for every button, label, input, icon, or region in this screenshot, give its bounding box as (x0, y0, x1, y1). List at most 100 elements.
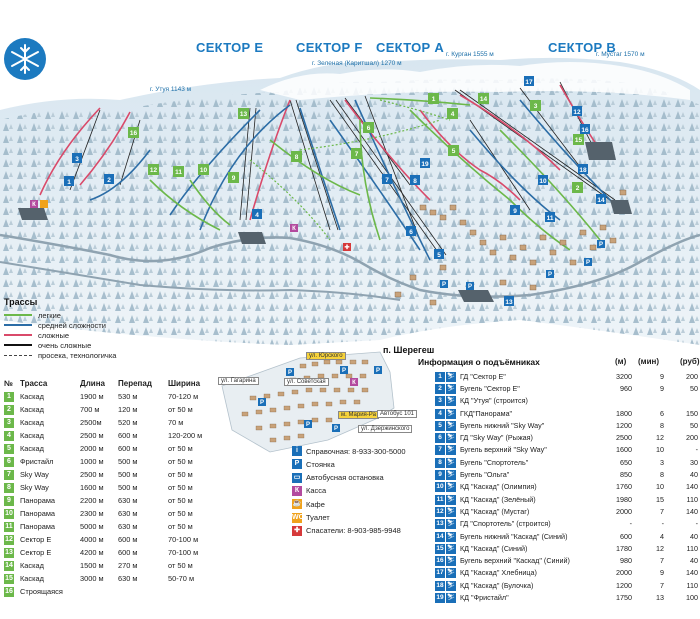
trail-marker: 9 (228, 172, 239, 183)
lift-name: Бугель "Сектор Е" (460, 383, 520, 393)
lift-name: Бугель "Ольга" (460, 470, 510, 480)
svg-text:P: P (306, 422, 310, 428)
col-length: Длина (80, 378, 105, 388)
svg-text:1: 1 (67, 179, 71, 186)
trail-number-badge: 15 (4, 574, 14, 584)
lift-length (606, 395, 634, 407)
trail-number-badge: 2 (4, 405, 14, 415)
svg-text:P: P (260, 400, 264, 406)
lift-name: КД "Каскад" Хлебница) (460, 568, 537, 578)
svg-text:2: 2 (576, 185, 580, 192)
trail-number-badge: 11 (4, 522, 14, 532)
lift-number-badge: 3 (435, 396, 445, 407)
lift-length: - (629, 519, 632, 529)
lift-name: ГД "Сектор Е" (460, 371, 506, 381)
trail-name: Каскад (20, 574, 44, 583)
lift-number-badge: 19 (435, 592, 445, 603)
lift-time: 7 (660, 580, 664, 590)
street-label: Автобус 101 (377, 410, 417, 418)
lifts-col-time: (мин) (638, 357, 659, 366)
peak-label: г. Зеленая (Каритшал) 1270 м (312, 60, 402, 67)
legend-item: средней сложности (4, 320, 106, 330)
table-row: 13⛷ГД "Спортотель" (строится)--- (433, 518, 700, 530)
service-icon: К (292, 485, 302, 496)
lift-marker: 2 (104, 174, 114, 184)
lift-number-badge: 14 (435, 531, 445, 542)
service-icon: P (292, 459, 302, 470)
trail-number-badge: 10 (4, 509, 14, 519)
trail-name: Панорама (20, 509, 56, 518)
trail-length (78, 585, 116, 598)
trail-width: от 50 м (168, 405, 193, 414)
lift-type-icon: ⛷ (446, 470, 456, 481)
trail-length: 5000 м (80, 522, 104, 531)
town-title: п. Шерегеш (383, 345, 435, 355)
trail-drop: 600 м (118, 548, 138, 557)
peak-label: г. Утуя 1143 м (150, 86, 192, 93)
trail-marker: 5 (448, 145, 459, 156)
svg-text:К: К (32, 202, 36, 208)
table-row: 3⛷КД "Утуя" (строится) (433, 395, 700, 407)
lifts-col-length: (м) (615, 357, 627, 366)
lift-type-icon: ⛷ (446, 420, 456, 431)
lift-price: 50 (690, 420, 698, 430)
svg-text:P: P (342, 368, 346, 374)
trail-name: Каскад (20, 405, 44, 414)
lift-name: КД "Каскад" (Мустаг) (460, 506, 530, 516)
lift-price: 50 (690, 383, 698, 393)
trail-number-badge: 6 (4, 457, 14, 467)
lift-name: КД "Каскад" (Синий) (460, 543, 528, 553)
trail-length: 2000 м (80, 444, 104, 453)
lift-price: - (695, 445, 698, 455)
svg-text:14: 14 (480, 96, 488, 103)
svg-text:15: 15 (575, 137, 583, 144)
trail-number-badge: 16 (4, 587, 14, 597)
trail-marker: 1 (428, 93, 439, 104)
trail-marker: 8 (291, 151, 302, 162)
legend-item: легкие (4, 310, 61, 320)
svg-text:14: 14 (597, 197, 605, 204)
lift-price: - (695, 519, 698, 529)
trail-width: от 50 м (168, 509, 193, 518)
lift-length: 2500 (616, 433, 632, 443)
lift-length: 1200 (616, 580, 632, 590)
service-label: Туалет (306, 513, 330, 522)
svg-text:6: 6 (409, 229, 413, 236)
lift-time: 9 (660, 383, 664, 393)
trail-width: 120-200 м (168, 431, 203, 440)
trail-drop: 270 м (118, 561, 138, 570)
lift-type-icon: ⛷ (446, 506, 456, 517)
trail-width (166, 585, 220, 598)
resort-logo (4, 38, 46, 80)
trail-marker: 3 (530, 100, 541, 111)
trail-number-badge: 8 (4, 483, 14, 493)
svg-text:8: 8 (295, 154, 299, 161)
lift-marker: 6 (406, 226, 416, 236)
lift-type-icon: ⛷ (446, 543, 456, 554)
lift-type-icon: ⛷ (446, 396, 456, 407)
lift-name: ГКД"Панорама" (460, 408, 513, 418)
lift-price: 110 (686, 494, 698, 504)
forest-area (0, 78, 700, 346)
trail-drop: 530 м (118, 392, 138, 401)
lift-marker: 1 (64, 176, 74, 186)
lift-marker: 12 (572, 106, 582, 116)
lift-marker: 19 (420, 158, 430, 168)
lift-number-badge: 9 (435, 470, 445, 481)
trail-marker: 14 (478, 93, 489, 104)
trail-width: 70-100 м (168, 548, 199, 557)
lift-number-badge: 6 (435, 433, 445, 444)
lift-type-icon: ⛷ (446, 519, 456, 530)
trail-length: 1500 м (80, 561, 104, 570)
